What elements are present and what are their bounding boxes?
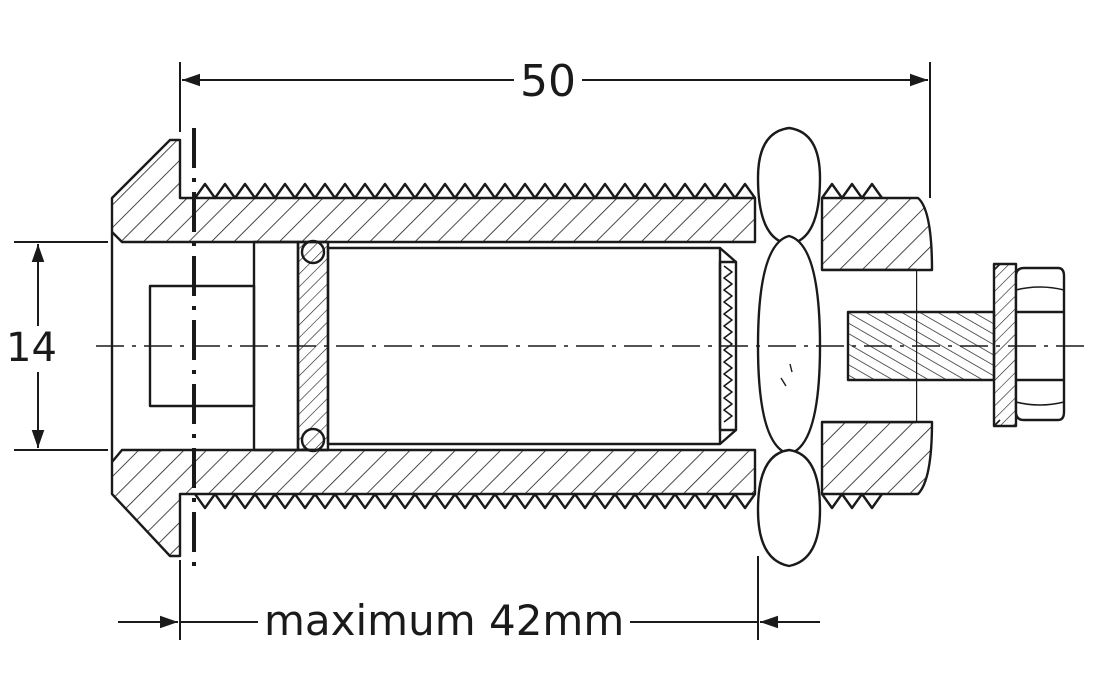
dimension-bore — [14, 241, 108, 451]
screw-head — [1014, 266, 1066, 422]
housing-upper-wall — [110, 138, 934, 272]
thread-bottom — [194, 492, 883, 510]
thread-top — [194, 182, 883, 200]
housing-lower-wall — [110, 420, 934, 558]
dimension-label-length: 50 — [514, 60, 582, 104]
washer — [992, 262, 1018, 428]
spring-zigzag — [723, 265, 733, 423]
hex-nut — [756, 126, 822, 568]
dimension-label-bore: 14 — [6, 325, 57, 371]
dimension-label-max-panel: maximum 42mm — [258, 600, 631, 642]
key-plug — [148, 240, 300, 452]
